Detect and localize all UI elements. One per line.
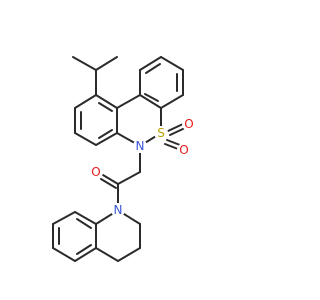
bond bbox=[98, 102, 113, 112]
bond bbox=[123, 213, 141, 225]
bond bbox=[169, 127, 186, 136]
bond bbox=[166, 139, 181, 146]
bond bbox=[145, 63, 161, 74]
atom-o-label: O bbox=[91, 165, 100, 179]
bond bbox=[117, 247, 141, 262]
bond bbox=[74, 94, 97, 109]
bond bbox=[167, 123, 184, 132]
bond bbox=[74, 211, 97, 225]
atom-labels: N S O O O N bbox=[89, 117, 196, 217]
atom-o-label: O bbox=[179, 143, 188, 157]
bond bbox=[98, 129, 113, 139]
atom-o-sulfonyl-2: O bbox=[177, 143, 191, 157]
bond bbox=[74, 247, 97, 262]
bond bbox=[164, 143, 179, 150]
bonds bbox=[52, 56, 186, 262]
atom-s-label: S bbox=[157, 126, 165, 140]
bond bbox=[95, 94, 118, 109]
bond bbox=[76, 244, 92, 255]
bond bbox=[139, 56, 162, 71]
bond bbox=[144, 93, 159, 102]
bond bbox=[52, 247, 76, 262]
bond bbox=[160, 56, 184, 71]
bond bbox=[100, 178, 117, 189]
bond bbox=[95, 56, 118, 71]
atom-s: S bbox=[154, 126, 168, 140]
bond bbox=[102, 174, 119, 185]
atom-o-sulfonyl-1: O bbox=[182, 117, 196, 131]
bond bbox=[117, 171, 141, 185]
bond bbox=[95, 247, 119, 262]
atom-n-label: N bbox=[136, 139, 145, 153]
bond bbox=[72, 56, 97, 71]
bond bbox=[116, 94, 141, 109]
atom-o-carbonyl: O bbox=[89, 165, 103, 179]
atom-o-label: O bbox=[184, 117, 193, 131]
atom-n-label: N bbox=[114, 203, 123, 217]
bond bbox=[52, 211, 76, 225]
atom-n-amide: N bbox=[111, 203, 125, 217]
bond bbox=[139, 94, 162, 109]
bond bbox=[74, 132, 97, 146]
bond bbox=[95, 213, 113, 225]
atom-n: N bbox=[133, 139, 147, 153]
molecule-structure-diagram: N S O O O N bbox=[52, 56, 196, 262]
bond bbox=[160, 94, 184, 109]
bond bbox=[95, 132, 118, 146]
bond bbox=[76, 218, 92, 229]
